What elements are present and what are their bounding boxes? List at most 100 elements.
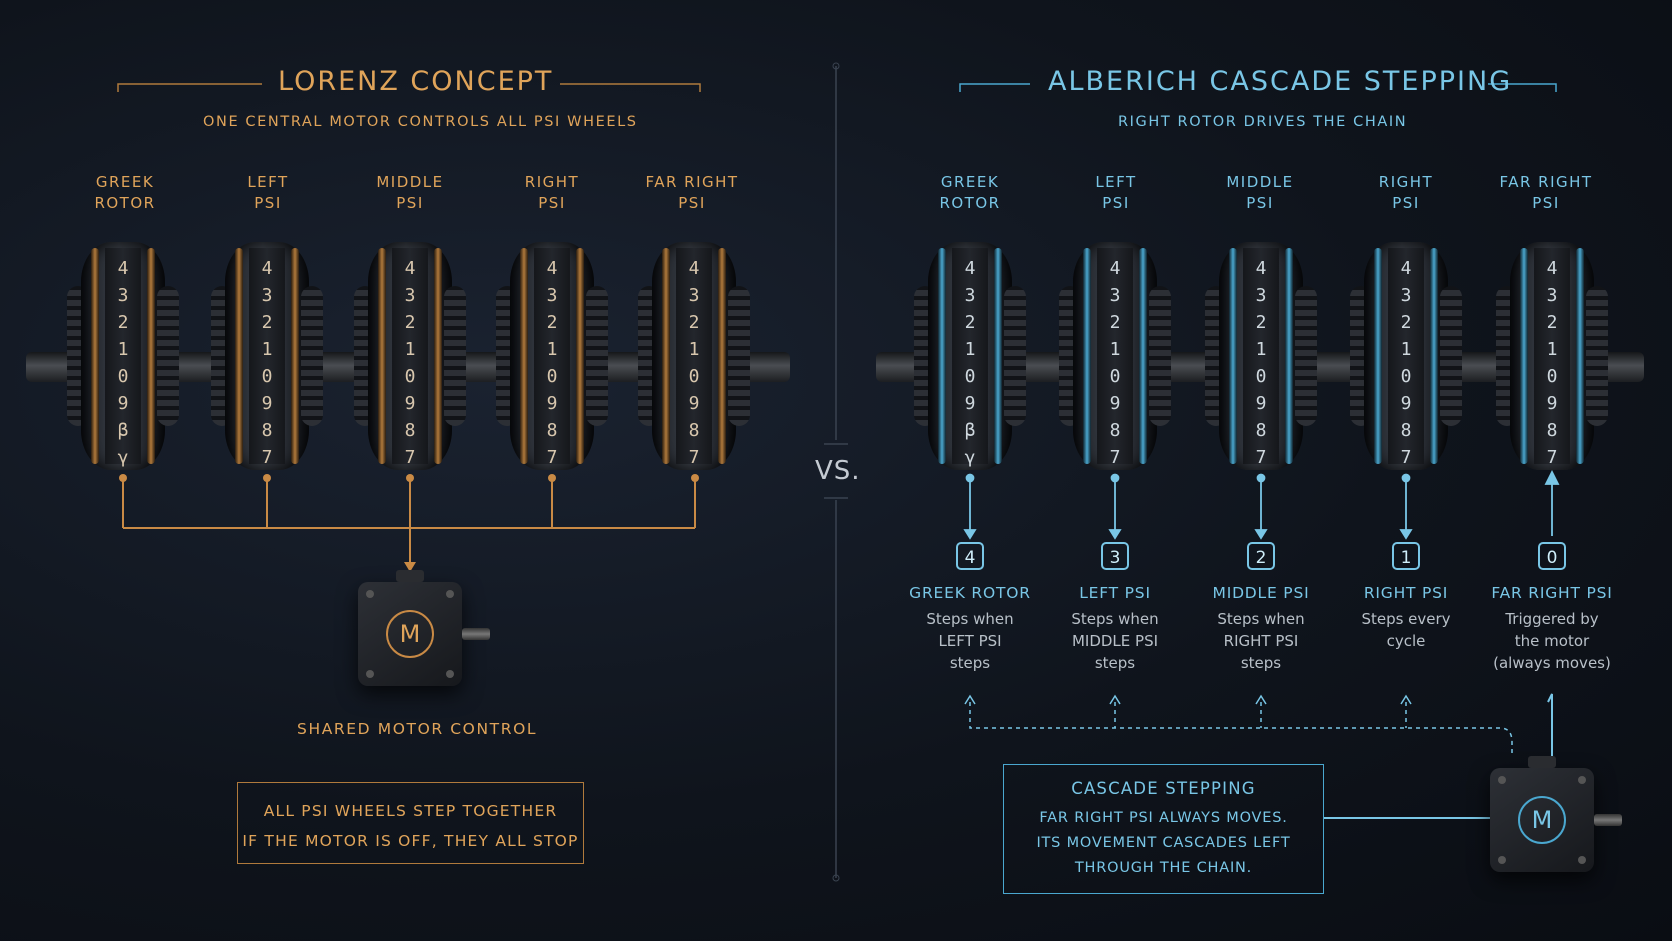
left-wheel-1-digit: 7 [261, 447, 273, 468]
right-wheel-1-digit: 3 [1109, 285, 1121, 306]
left-wheel-4-digit: 1 [688, 339, 700, 360]
left-wheel-1-digit: 8 [261, 420, 273, 441]
right-wheel-4-digit: 7 [1546, 447, 1558, 468]
right-wheel-1-digit: 0 [1109, 366, 1121, 387]
right-wheel-2-digit: 0 [1255, 366, 1267, 387]
right-title: ALBERICH CASCADE STEPPING [1048, 66, 1513, 97]
step-badge-4: 4 [956, 542, 984, 570]
left-wheel-4-digit: 4 [688, 258, 700, 279]
right-wheel-1-digit: 2 [1109, 312, 1121, 333]
right-wheel-1-digit: 8 [1109, 420, 1121, 441]
right-wheel-0-digit: 1 [964, 339, 976, 360]
right-wheel-2-digit: 2 [1255, 312, 1267, 333]
right-wheel-1-digit: 1 [1109, 339, 1121, 360]
right-wheel-3-digit: 4 [1400, 258, 1412, 279]
left-wheel-2-digit: 3 [404, 285, 416, 306]
left-wheel-1-digit: 0 [261, 366, 273, 387]
right-wheel-1-digit: 9 [1109, 393, 1121, 414]
left-wheel-3-digit: 4 [546, 258, 558, 279]
left-wheel-0-digit: 2 [117, 312, 129, 333]
right-wheel-1-digit: 4 [1109, 258, 1121, 279]
shared-motor-label: SHARED MOTOR CONTROL [297, 720, 538, 738]
left-title-rule-right [560, 83, 701, 92]
right-wheel-3-digit: 7 [1400, 447, 1412, 468]
left-wheel-2-digit: 9 [404, 393, 416, 414]
dashed-feedback [969, 702, 1513, 756]
left-wheel-3-digit: 7 [546, 447, 558, 468]
cascade-box-title: CASCADE STEPPING [1071, 779, 1256, 798]
right-wheel-0-digit: β [964, 420, 976, 441]
left-wheel-3-digit: 9 [546, 393, 558, 414]
right-wheel-4-digit: 0 [1546, 366, 1558, 387]
left-subtitle: ONE CENTRAL MOTOR CONTROLS ALL PSI WHEEL… [203, 114, 638, 130]
left-wheel-0-digit: 3 [117, 285, 129, 306]
left-wheel-2-digit: 8 [404, 420, 416, 441]
left-title-rule-left [117, 83, 262, 92]
right-wheel-2-digit: 1 [1255, 339, 1267, 360]
left-wheel-4-digit: 8 [688, 420, 700, 441]
left-wheel-1-digit: 1 [261, 339, 273, 360]
right-wheel-2-digit: 7 [1255, 447, 1267, 468]
left-wheel-0-digit: β [117, 420, 129, 441]
right-title-rule-right [1488, 83, 1557, 92]
right-wheel-4-digit: 1 [1546, 339, 1558, 360]
right-wheel-2-digit: 9 [1255, 393, 1267, 414]
left-wheel-2-digit: 0 [404, 366, 416, 387]
left-wheel-4-digit: 7 [688, 447, 700, 468]
right-wheel-2-digit: 4 [1255, 258, 1267, 279]
left-wheel-4-digit: 2 [688, 312, 700, 333]
right-wheel-3-digit: 3 [1400, 285, 1412, 306]
cascade-box-line3: THROUGH THE CHAIN. [1074, 860, 1253, 876]
cascade-box: CASCADE STEPPING FAR RIGHT PSI ALWAYS MO… [1003, 764, 1324, 894]
left-wheel-2-digit: 4 [404, 258, 416, 279]
left-wheel-3-digit: 3 [546, 285, 558, 306]
vs-label: VS. [815, 456, 861, 486]
right-wheel-3-digit: 0 [1400, 366, 1412, 387]
cascade-box-line1: FAR RIGHT PSI ALWAYS MOVES. [1039, 810, 1288, 826]
left-wheel-3-digit: 1 [546, 339, 558, 360]
right-wheel-3-digit: 9 [1400, 393, 1412, 414]
left-wheel-3-digit: 8 [546, 420, 558, 441]
right-wheel-3-digit: 8 [1400, 420, 1412, 441]
step-badge-3: 3 [1101, 542, 1129, 570]
left-wheel-4-digit: 3 [688, 285, 700, 306]
right-subtitle: RIGHT ROTOR DRIVES THE CHAIN [1118, 114, 1408, 130]
left-wheel-3-digit: 2 [546, 312, 558, 333]
left-wheel-2-digit: 2 [404, 312, 416, 333]
left-note-box: ALL PSI WHEELS STEP TOGETHER IF THE MOTO… [237, 782, 584, 864]
right-wheel-2-digit: 8 [1255, 420, 1267, 441]
left-wheel-0-digit: 1 [117, 339, 129, 360]
left-wheel-4-digit: 9 [688, 393, 700, 414]
left-wheel-1-digit: 9 [261, 393, 273, 414]
cascade-motor: M [1490, 756, 1622, 872]
step-badge-0: 0 [1538, 542, 1566, 570]
cascade-box-line2: ITS MOVEMENT CASCADES LEFT [1036, 835, 1291, 851]
right-step-arrows [963, 469, 1560, 540]
step-badge-1: 1 [1392, 542, 1420, 570]
left-wheel-3-digit: 0 [546, 366, 558, 387]
left-wheel-0-digit: 0 [117, 366, 129, 387]
left-wheel-1-digit: 4 [261, 258, 273, 279]
right-wheel-0-digit: 3 [964, 285, 976, 306]
